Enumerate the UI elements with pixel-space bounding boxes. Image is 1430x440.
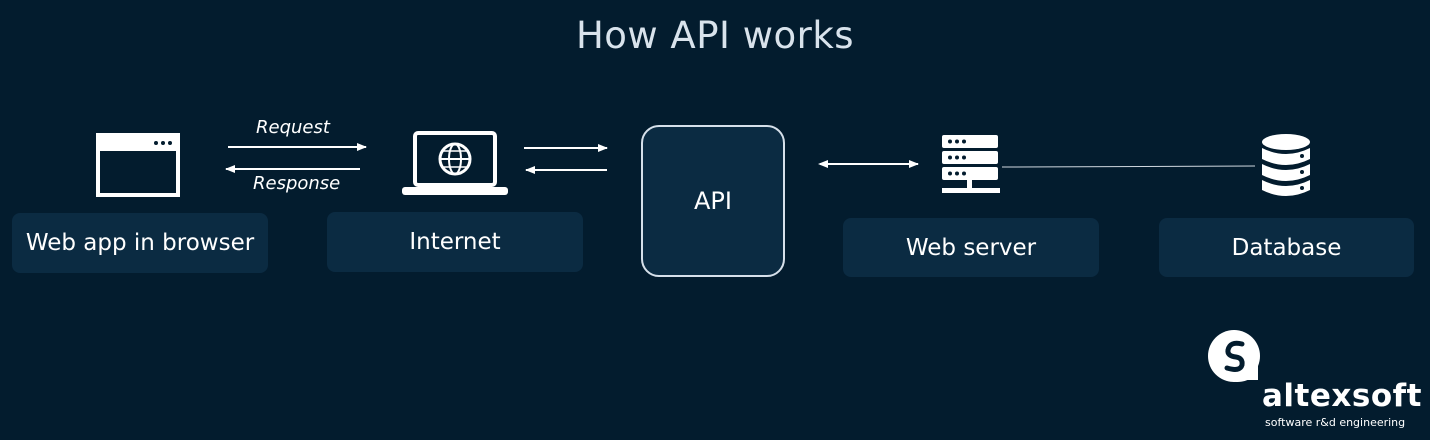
api-node: API — [641, 125, 785, 277]
logo-wordmark: altexsoft — [1262, 378, 1422, 414]
database-node-label: Database — [1231, 234, 1342, 261]
browser-node-label: Web app in browser — [25, 230, 255, 256]
server-database-line — [1001, 165, 1256, 168]
server-rack-icon — [942, 135, 1000, 193]
api-node-label: API — [694, 187, 732, 215]
browser-node: Web app in browser — [12, 213, 268, 273]
altexsoft-logo-icon — [1208, 330, 1260, 382]
laptop-globe-icon — [402, 131, 508, 195]
logo-tagline: software r&d engineering — [1265, 416, 1406, 429]
web-server-node: Web server — [843, 218, 1099, 277]
api-server-arrow-head-left — [818, 160, 828, 168]
diagram-title: How API works — [575, 14, 855, 57]
internet-node-label: Internet — [409, 229, 501, 255]
browser-window-icon — [96, 133, 180, 197]
internet-node: Internet — [327, 212, 583, 272]
response-label: Response — [253, 173, 341, 194]
request-label: Request — [256, 117, 330, 138]
database-icon — [1262, 134, 1310, 196]
web-server-node-label: Web server — [905, 234, 1037, 261]
database-node: Database — [1159, 218, 1414, 277]
